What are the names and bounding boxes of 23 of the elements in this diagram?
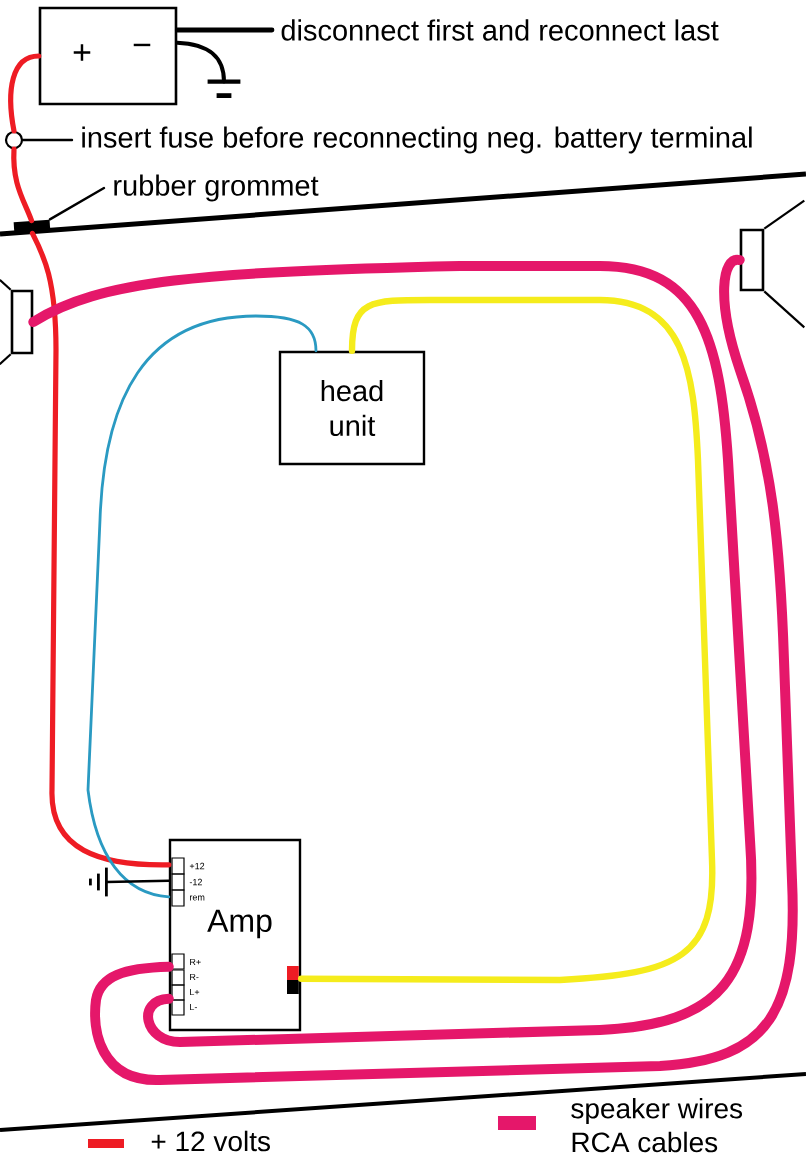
note: disconnect first and reconnect last [281, 19, 719, 41]
part-label: rubber grommet [114, 174, 319, 202]
leader-line [21, 138, 74, 142]
speaker-symbol [739, 199, 806, 329]
legend-label: RCA cables [572, 1131, 718, 1153]
wire [11, 146, 35, 224]
grommet [13, 219, 51, 235]
wire [105, 879, 171, 884]
leader-line [174, 27, 275, 33]
wire [175, 40, 226, 84]
legend-label: + 12 volts [151, 1130, 270, 1152]
ground-symbol [89, 867, 108, 897]
speaker-symbol [0, 278, 34, 366]
wire [298, 296, 716, 984]
legend-label: speaker wires [571, 1097, 743, 1125]
wire [29, 230, 172, 868]
note: insert fuse before reconnecting neg. battery terminal [82, 126, 752, 154]
head-unit-box: head unit [278, 350, 426, 466]
wire [86, 314, 318, 899]
battery-box: + − [38, 6, 178, 106]
ground-symbol [207, 79, 241, 98]
leader-line [48, 186, 106, 221]
fuse-symbol [4, 130, 24, 150]
